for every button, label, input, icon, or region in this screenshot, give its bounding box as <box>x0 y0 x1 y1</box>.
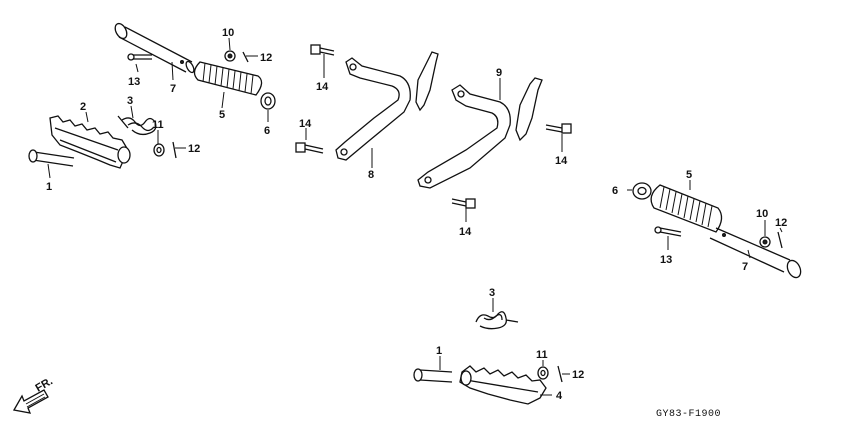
callout-7-right: 7 <box>742 261 748 273</box>
callout-5-right: 5 <box>686 169 692 181</box>
callout-6-top: 6 <box>264 125 270 137</box>
nut-10-top <box>224 50 236 62</box>
nut-10-right <box>759 236 771 248</box>
cotter-12-mid <box>172 141 177 159</box>
bolt-14-right <box>545 123 572 134</box>
cotter-12-top <box>242 51 249 63</box>
footpeg-rubber-5-right <box>650 184 723 233</box>
callout-labels: 13 7 5 6 10 12 2 3 1 11 12 14 14 8 9 14 … <box>46 27 787 402</box>
callout-14-bottom: 14 <box>459 226 472 238</box>
callout-12-bottom: 12 <box>572 369 584 381</box>
callout-4: 4 <box>556 390 563 402</box>
washer-6-right <box>632 182 652 200</box>
callout-7-top: 7 <box>170 83 176 95</box>
callout-11-top: 11 <box>152 119 164 131</box>
callout-14-left: 14 <box>299 118 312 130</box>
bracket-8 <box>335 51 439 161</box>
bolt-14-top <box>310 44 335 56</box>
callout-11-bottom: 11 <box>536 349 548 361</box>
callout-13-top: 13 <box>128 76 140 88</box>
bolt-14-bottom <box>451 198 476 209</box>
step-pin-7-right <box>709 227 802 279</box>
diagram-code: GY83-F1900 <box>656 409 721 420</box>
callout-3-top: 3 <box>127 95 133 107</box>
spring-3-bottom <box>475 311 519 330</box>
callout-12-top: 12 <box>260 52 272 64</box>
leader-lines <box>47 37 783 396</box>
callout-8: 8 <box>368 169 374 181</box>
spring-3-top <box>117 115 157 136</box>
cotter-clip-13-right <box>654 226 682 237</box>
footpeg-2 <box>49 115 131 169</box>
washer-11-bottom <box>537 366 549 380</box>
callout-10-top: 10 <box>222 27 234 39</box>
step-pin-7-top <box>114 22 195 74</box>
footpeg-rubber-5-top <box>193 61 263 96</box>
callout-3-bottom: 3 <box>489 287 495 299</box>
front-direction-arrow: FR. <box>12 375 55 414</box>
callout-1-bottom: 1 <box>436 345 442 357</box>
bolt-14-left <box>295 142 324 154</box>
cotter-12-bottom <box>557 365 563 383</box>
callout-14-right: 14 <box>555 155 568 167</box>
callout-6-right: 6 <box>612 185 618 197</box>
callout-9: 9 <box>496 67 502 79</box>
callout-2: 2 <box>80 101 86 113</box>
callout-12-mid: 12 <box>188 143 200 155</box>
callout-10-right: 10 <box>756 208 768 220</box>
callout-13-right: 13 <box>660 254 672 266</box>
callout-1-left: 1 <box>46 181 52 193</box>
callout-14-top: 14 <box>316 81 329 93</box>
washer-6-top <box>260 92 276 110</box>
washer-11-top <box>153 143 165 157</box>
cotter-clip-13-top <box>127 53 152 61</box>
callout-12-right: 12 <box>775 217 787 229</box>
cotter-12-right <box>777 231 783 249</box>
bracket-9 <box>417 77 543 189</box>
callout-5-top: 5 <box>219 109 225 121</box>
footpeg-4 <box>459 365 547 405</box>
pivot-pin-1-bottom <box>413 368 453 383</box>
direction-label: FR. <box>34 375 55 394</box>
pivot-pin-1-left <box>28 149 75 167</box>
